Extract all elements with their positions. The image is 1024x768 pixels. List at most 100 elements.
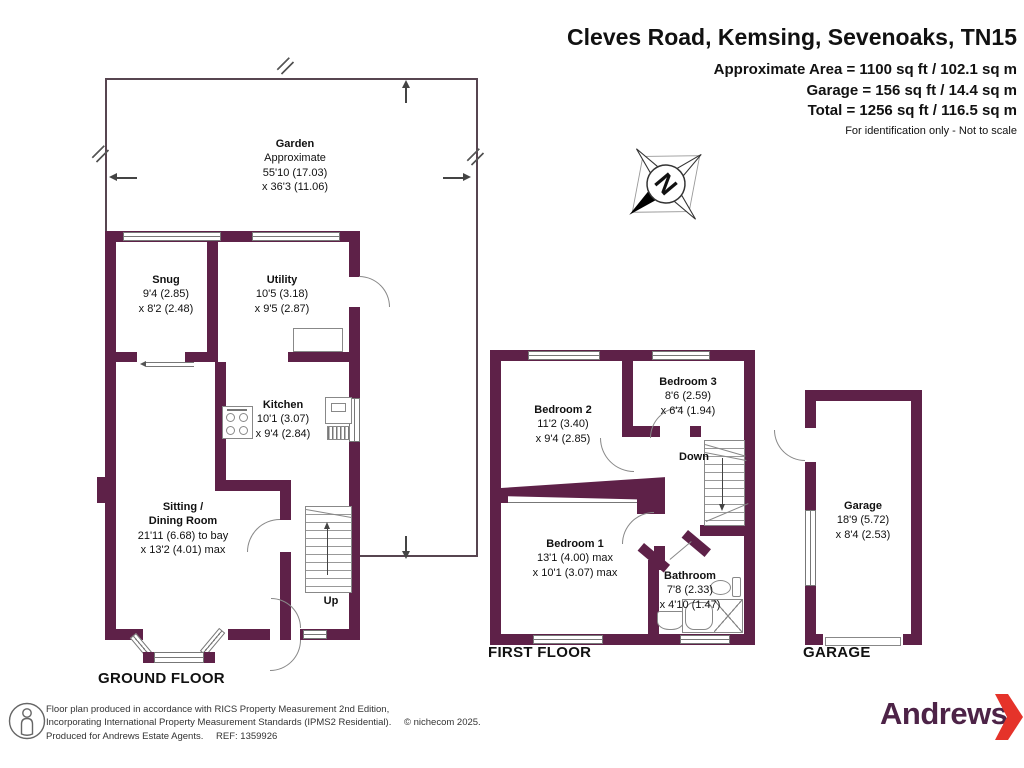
room-dim: x 4'10 (1.47) — [659, 598, 721, 611]
wall-segment — [349, 242, 360, 277]
room-label-bedroom1: Bedroom 1 13'1 (4.00) max x 10'1 (3.07) … — [533, 537, 618, 580]
hob-icon — [222, 406, 253, 439]
footer-line3: Produced for Andrews Estate Agents. REF:… — [46, 730, 481, 743]
room-dim: x 36'3 (11.06) — [261, 180, 329, 193]
room-dim: x 9'4 (2.84) — [255, 427, 311, 440]
hob-burner — [239, 413, 248, 422]
header: Cleves Road, Kemsing, Sevenoaks, TN15 Ap… — [567, 24, 1017, 137]
door-arc — [359, 276, 390, 307]
room-name: Bathroom — [664, 570, 716, 582]
bathtub-inner-icon — [685, 602, 713, 630]
room-name: Garage — [844, 500, 882, 512]
footer-line2: Incorporating International Property Mea… — [46, 716, 481, 729]
footer-ref: REF: 1359926 — [216, 730, 278, 742]
room-dim: 13'1 (4.00) max — [536, 552, 614, 565]
stair-direction-line — [722, 458, 724, 506]
wall-segment — [911, 390, 922, 645]
footer-produced-for: Produced for Andrews Estate Agents. — [46, 730, 204, 742]
window — [652, 351, 710, 360]
ground-floor-caption: GROUND FLOOR — [98, 670, 225, 687]
toilet-cistern-icon — [732, 577, 741, 597]
garage-door-icon — [825, 637, 901, 646]
hob-controls — [227, 409, 247, 411]
wall-segment — [648, 560, 659, 634]
dimension-arrow-right — [463, 173, 471, 181]
window — [533, 635, 603, 644]
garden-boundary-line — [105, 78, 107, 236]
room-name: Utility — [266, 274, 298, 286]
front-door-arc — [270, 640, 301, 671]
hob-burner — [226, 413, 235, 422]
window — [252, 232, 340, 241]
room-label-bedroom3: Bedroom 3 8'6 (2.59) x 6'4 (1.94) — [659, 375, 716, 418]
room-dim: x 9'5 (2.87) — [254, 302, 310, 315]
stair-direction-arrow — [324, 522, 330, 529]
appliance-detail — [331, 403, 346, 412]
stairs-down-label: Down — [679, 451, 709, 463]
room-dim: 9'4 (2.85) — [142, 288, 190, 301]
stair-direction-line — [327, 529, 329, 575]
wall-segment — [490, 350, 755, 361]
footer-copyright: © nichecom 2025. — [403, 717, 481, 729]
room-name: Bedroom 2 — [534, 404, 592, 416]
sink-icon — [657, 611, 684, 630]
dimension-arrow-up — [402, 80, 410, 88]
compass-rose-icon: N — [629, 148, 702, 220]
window — [528, 351, 600, 360]
room-label-bedroom2: Bedroom 2 11'2 (3.40) x 9'4 (2.85) — [534, 403, 591, 446]
room-name: Garden — [275, 138, 315, 150]
andrews-logo-text: Andrews — [880, 696, 1008, 731]
room-dim: 11'2 (3.40) — [537, 418, 589, 431]
room-name: Bedroom 1 — [546, 538, 604, 550]
andrews-arrow-icon — [995, 694, 1023, 740]
room-dim: 7'8 (2.33) — [666, 584, 714, 597]
room-dim: x 6'4 (1.94) — [660, 404, 716, 417]
wall-segment — [633, 426, 660, 437]
toilet-icon — [710, 580, 731, 595]
dimension-line — [405, 87, 407, 103]
disclaimer-note: For identification only - Not to scale — [845, 125, 1017, 138]
wall-segment — [744, 350, 755, 645]
wall-segment — [215, 362, 226, 480]
room-label-sitting-dining: Sitting / Dining Room 21'11 (6.68) to ba… — [138, 500, 229, 557]
page-title: Cleves Road, Kemsing, Sevenoaks, TN15 — [567, 24, 1017, 50]
opening-arrow — [140, 361, 146, 367]
wall-segment — [300, 629, 360, 640]
garden-boundary-line — [476, 78, 478, 557]
footer-line1: Floor plan produced in accordance with R… — [46, 704, 390, 715]
room-name: Kitchen — [262, 399, 304, 411]
door-arc — [247, 519, 280, 552]
wall-segment — [105, 629, 143, 640]
wall-segment — [349, 492, 360, 640]
door-arc — [622, 512, 654, 544]
footer-standards: Incorporating International Property Mea… — [46, 717, 392, 729]
wall-segment — [654, 492, 665, 512]
room-dim: 18'9 (5.72) — [836, 514, 890, 527]
hob-burner — [239, 426, 248, 435]
dimension-line — [116, 177, 137, 179]
room-label-snug: Snug 9'4 (2.85) x 8'2 (2.48) — [139, 273, 194, 316]
room-dim: 55'10 (17.03) — [262, 166, 328, 179]
window — [680, 635, 730, 644]
wall-segment — [204, 652, 215, 663]
room-dim: x 13'2 (4.01) max — [140, 543, 226, 556]
wall-segment — [622, 361, 633, 437]
room-name: Dining Room — [148, 515, 218, 528]
wardrobe-line — [507, 502, 637, 504]
person-icon — [8, 702, 46, 740]
opening-line — [146, 366, 194, 368]
room-label-kitchen: Kitchen 10'1 (3.07) x 9'4 (2.84) — [256, 398, 311, 441]
wall-segment — [185, 352, 218, 362]
opening-line — [146, 362, 194, 364]
wall-segment — [105, 231, 116, 640]
footer-disclaimer: Floor plan produced in accordance with R… — [46, 703, 481, 743]
area-line: Garage = 156 sq ft / 14.4 sq m — [806, 81, 1017, 99]
room-dim: 10'5 (3.18) — [255, 288, 309, 301]
dimension-arrow-down — [402, 551, 410, 559]
boundary-hatch — [276, 57, 295, 75]
room-label-garage: Garage 18'9 (5.72) x 8'4 (2.53) — [836, 499, 891, 542]
wall-segment — [288, 352, 360, 362]
room-dim: Approximate — [264, 152, 326, 165]
room-dim: 8'6 (2.59) — [664, 390, 712, 403]
